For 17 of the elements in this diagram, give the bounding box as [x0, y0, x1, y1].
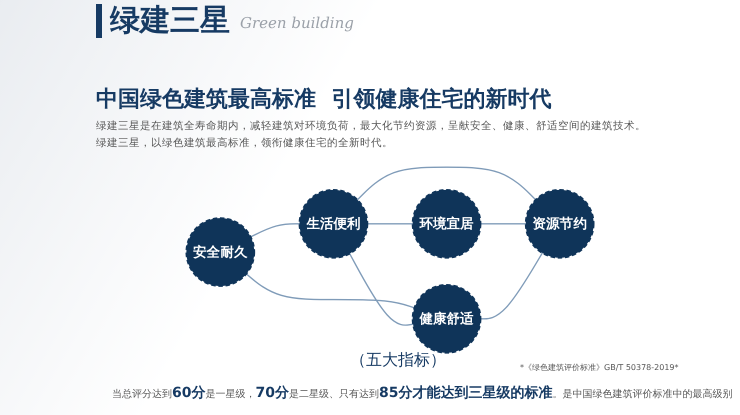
- connector: [349, 253, 414, 326]
- connector: [480, 223, 526, 224]
- source-note: *《绿色建筑评价标准》GB/T 50378-2019*: [520, 362, 679, 373]
- connector: [356, 166, 536, 200]
- node-circle: 生活便利: [298, 188, 368, 259]
- connector: [246, 273, 415, 309]
- subtitle: Green building: [240, 14, 354, 32]
- page-title: 绿建三星: [96, 4, 230, 38]
- connector: [367, 223, 413, 224]
- node-circle: 环境宜居: [412, 188, 482, 259]
- node-circle: 资源节约: [524, 188, 595, 259]
- heading: 中国绿色建筑最高标准 引领健康住宅的新时代: [96, 86, 552, 114]
- connector: [250, 223, 300, 238]
- footnote-text: 当总评分达到60分是一星级，70分是二星级、只有达到85分才能达到三星级的标准。是中国绿色建筑评价标准中的最高级别: [112, 384, 732, 402]
- description-text: 绿建三星是在建筑全寿命期内，减轻建筑对环境负荷，最大化节约资源，呈献安全、健康、舒适空间的建筑技术。绿建三星，以绿色建筑最高标准，领衔健康住宅的全新时代。: [96, 119, 647, 151]
- node-circle: 安全耐久: [185, 217, 256, 287]
- connector: [480, 252, 543, 320]
